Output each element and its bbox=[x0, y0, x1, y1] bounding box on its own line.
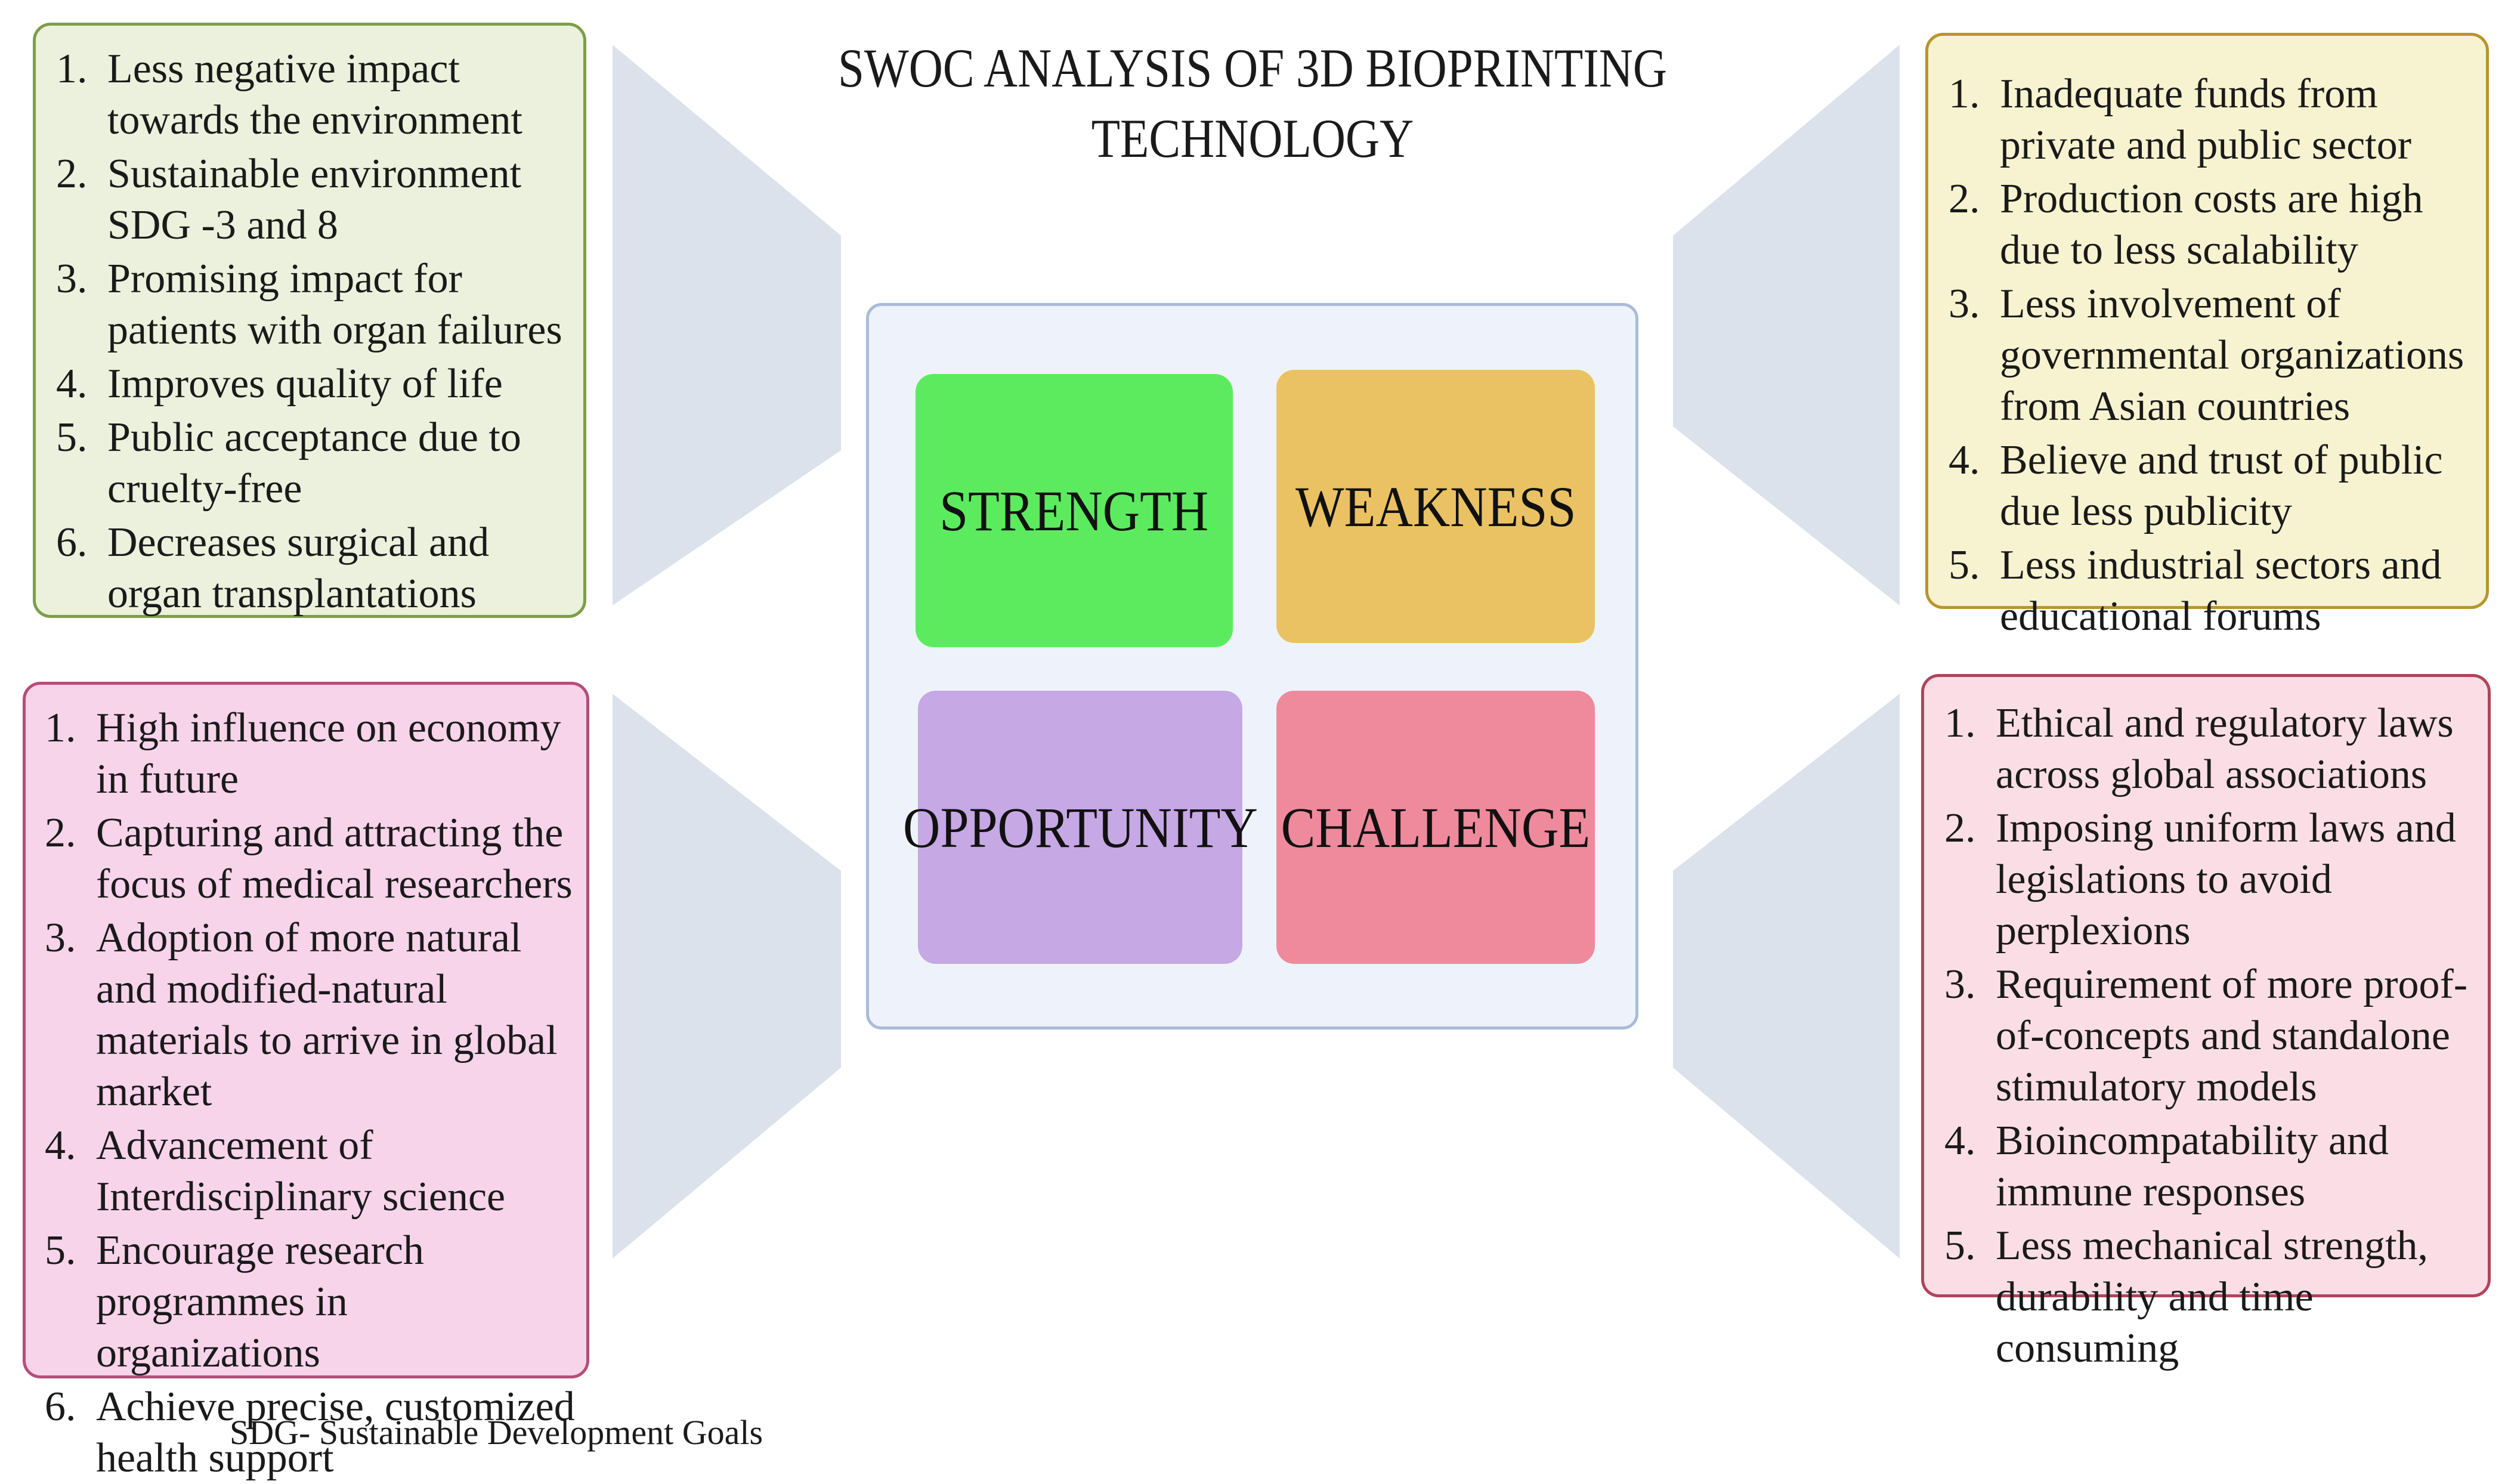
item-number: 5. bbox=[1944, 1223, 1976, 1269]
item-number: 1. bbox=[1944, 700, 1976, 746]
item-text: Imposing uniform laws and legislations t… bbox=[1996, 805, 2456, 954]
item-number: 1. bbox=[45, 705, 76, 751]
item-text: Production costs are high due to less sc… bbox=[2000, 176, 2423, 273]
list-item: 6. Decreases surgical and organ transplan… bbox=[48, 517, 573, 620]
challenge-tile: CHALLENGE bbox=[1276, 691, 1595, 964]
list-item: 4. Believe and trust of public due less p… bbox=[1940, 435, 2476, 537]
weakness-tile: WEAKNESS bbox=[1276, 370, 1595, 643]
connector-opportunity bbox=[613, 694, 841, 1259]
list-item: 5. Public acceptance due to cruelty-free bbox=[48, 412, 573, 515]
item-text: Less negative impact towards the environ… bbox=[107, 46, 522, 143]
item-number: 3. bbox=[1944, 961, 1976, 1007]
list-item: 3. Requirement of more proof-of-concepts … bbox=[1936, 959, 2478, 1113]
item-number: 2. bbox=[1949, 176, 1980, 222]
item-text: Less involvement of governmental organiz… bbox=[2000, 281, 2464, 429]
item-number: 1. bbox=[56, 46, 88, 92]
item-text: Ethical and regulatory laws across globa… bbox=[1996, 700, 2454, 797]
item-number: 2. bbox=[1944, 805, 1976, 851]
list-item: 1. Less negative impact towards the envir… bbox=[48, 44, 573, 146]
item-number: 6. bbox=[56, 520, 88, 565]
list-item: 1. Inadequate funds from private and publ… bbox=[1940, 69, 2476, 171]
item-number: 4. bbox=[56, 361, 88, 407]
item-text: Improves quality of life bbox=[107, 361, 503, 407]
item-text: Less industrial sectors and educational … bbox=[2000, 542, 2442, 639]
weaknesses-panel: 1. Inadequate funds from private and publ… bbox=[1925, 33, 2489, 639]
list-item: 1. High influence on economy in future bbox=[36, 703, 578, 805]
list-item: 4. Advancement of Interdisciplinary scien… bbox=[36, 1120, 578, 1223]
item-number: 2. bbox=[45, 810, 76, 856]
title-line-2: TECHNOLOGY bbox=[1091, 108, 1414, 169]
weaknesses-list: 1. Inadequate funds from private and publ… bbox=[1940, 69, 2476, 642]
opportunity-tile: OPPORTUNITY bbox=[903, 691, 1257, 964]
item-number: 6. bbox=[45, 1384, 76, 1430]
item-number: 2. bbox=[56, 151, 88, 197]
connector-challenge bbox=[1673, 694, 1900, 1259]
item-text: Believe and trust of public due less pub… bbox=[2000, 437, 2443, 534]
item-text: Adoption of more natural and modified-na… bbox=[96, 915, 558, 1115]
strengths-panel: 1. Less negative impact towards the envir… bbox=[33, 23, 586, 618]
item-number: 4. bbox=[1944, 1118, 1976, 1164]
list-item: 5. Less mechanical strength, durability a… bbox=[1936, 1220, 2478, 1374]
strength-label: STRENGTH bbox=[939, 478, 1209, 543]
diagram-title: SWOC ANALYSIS OF 3D BIOPRINTING TECHNOLO… bbox=[837, 33, 1668, 174]
strengths-list: 1. Less negative impact towards the envir… bbox=[48, 44, 573, 620]
list-item: 3. Promising impact for patients with org… bbox=[48, 253, 573, 356]
opportunity-label: OPPORTUNITY bbox=[902, 795, 1258, 860]
item-number: 4. bbox=[45, 1123, 76, 1168]
list-item: 4. Bioincompatability and immune response… bbox=[1936, 1115, 2478, 1218]
list-item: 2. Production costs are high due to less … bbox=[1940, 174, 2476, 276]
item-number: 4. bbox=[1949, 437, 1980, 483]
item-text: Promising impact for patients with organ… bbox=[107, 256, 562, 353]
list-item: 2. Capturing and attracting the focus of … bbox=[36, 808, 578, 910]
item-number: 3. bbox=[1949, 281, 1980, 327]
item-text: Encourage research programmes in organiz… bbox=[96, 1228, 424, 1376]
list-item: 5. Encourage research programmes in organ… bbox=[36, 1225, 578, 1379]
item-text: Public acceptance due to cruelty-free bbox=[107, 415, 521, 512]
list-item: 4. Improves quality of life bbox=[48, 358, 573, 410]
list-item: 2. Imposing uniform laws and legislations… bbox=[1936, 803, 2478, 957]
footnote: SDG- Sustainable Development Goals bbox=[230, 1413, 763, 1452]
item-number: 1. bbox=[1949, 71, 1980, 117]
item-number: 3. bbox=[45, 915, 76, 961]
item-number: 5. bbox=[56, 415, 88, 460]
opportunities-list: 1. High influence on economy in future 2. C… bbox=[36, 703, 578, 1484]
list-item: 5. Less industrial sectors and educationa… bbox=[1940, 540, 2476, 642]
list-item: 2. Sustainable environment SDG -3 and 8 bbox=[48, 149, 573, 251]
strength-tile: STRENGTH bbox=[916, 374, 1233, 647]
challenges-panel: 1. Ethical and regulatory laws across glo… bbox=[1921, 674, 2491, 1371]
list-item: 3. Less involvement of governmental organ… bbox=[1940, 279, 2476, 432]
connector-strength bbox=[613, 45, 841, 605]
item-text: Advancement of Interdisciplinary science bbox=[96, 1123, 506, 1220]
list-item: 6. Achieve precise, customized health sup… bbox=[36, 1381, 578, 1484]
challenges-list: 1. Ethical and regulatory laws across glo… bbox=[1936, 698, 2478, 1374]
item-number: 3. bbox=[56, 256, 88, 302]
list-item: 1. Ethical and regulatory laws across glo… bbox=[1936, 698, 2478, 800]
list-item: 3. Adoption of more natural and modified-… bbox=[36, 913, 578, 1118]
connector-weakness bbox=[1673, 45, 1900, 605]
challenge-label: CHALLENGE bbox=[1281, 795, 1591, 860]
item-text: Requirement of more proof-of-concepts an… bbox=[1996, 961, 2468, 1110]
item-text: Sustainable environment SDG -3 and 8 bbox=[107, 151, 522, 248]
weakness-label: WEAKNESS bbox=[1295, 474, 1576, 539]
item-text: Inadequate funds from private and public… bbox=[2000, 71, 2412, 168]
item-text: Decreases surgical and organ transplanta… bbox=[107, 520, 490, 617]
item-text: Bioincompatability and immune responses bbox=[1996, 1118, 2389, 1215]
item-text: High influence on economy in future bbox=[96, 705, 561, 802]
item-text: Achieve precise, customized health suppo… bbox=[96, 1384, 575, 1481]
title-line-1: SWOC ANALYSIS OF 3D BIOPRINTING bbox=[838, 38, 1667, 98]
item-number: 5. bbox=[1949, 542, 1980, 588]
item-text: Capturing and attracting the focus of me… bbox=[96, 810, 573, 907]
item-number: 5. bbox=[45, 1228, 76, 1273]
opportunities-panel: 1. High influence on economy in future 2. C… bbox=[23, 682, 589, 1481]
item-text: Less mechanical strength, durability and… bbox=[1996, 1223, 2429, 1371]
